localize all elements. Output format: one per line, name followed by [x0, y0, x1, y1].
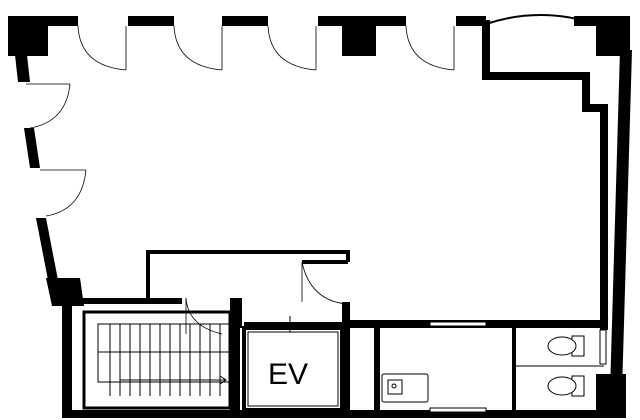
- stair-direction-arrow: [120, 375, 227, 385]
- service-window-right: [599, 329, 607, 365]
- core-partition: [72, 250, 350, 418]
- elevator-label: EV: [268, 358, 308, 391]
- toilet-lower: [547, 375, 585, 397]
- elevator: EV: [242, 326, 344, 412]
- service-window-bottom: [429, 407, 487, 413]
- service-area: [350, 320, 607, 413]
- top-doors: [77, 25, 455, 71]
- stair-treads: [109, 324, 221, 396]
- pillar-top-middle: [342, 16, 376, 56]
- kitchenette-sink: [381, 373, 429, 403]
- pillar-top-right: [596, 16, 630, 56]
- left-doors: [26, 83, 87, 217]
- toilet-upper: [547, 335, 585, 357]
- service-window-top: [429, 321, 487, 327]
- staircase: [82, 310, 232, 410]
- inner-wall-right: [482, 14, 608, 330]
